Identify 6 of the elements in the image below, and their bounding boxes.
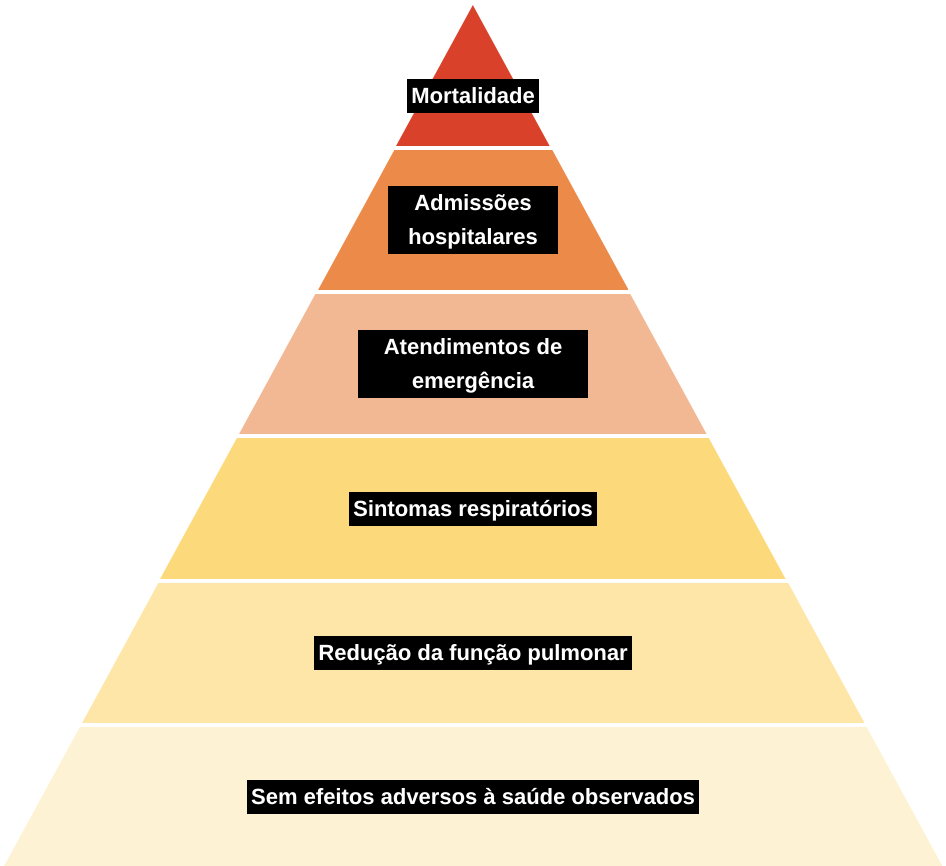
- level-label: Sem efeitos adversos à saúde observados: [247, 780, 699, 814]
- level-label: Redução da função pulmonar: [314, 636, 632, 670]
- level-label: Admissões hospitalares: [388, 186, 558, 254]
- level-label: Sintomas respiratórios: [349, 492, 597, 526]
- level-label: Atendimentos de emergência: [358, 330, 588, 398]
- level-label: Mortalidade: [407, 78, 539, 112]
